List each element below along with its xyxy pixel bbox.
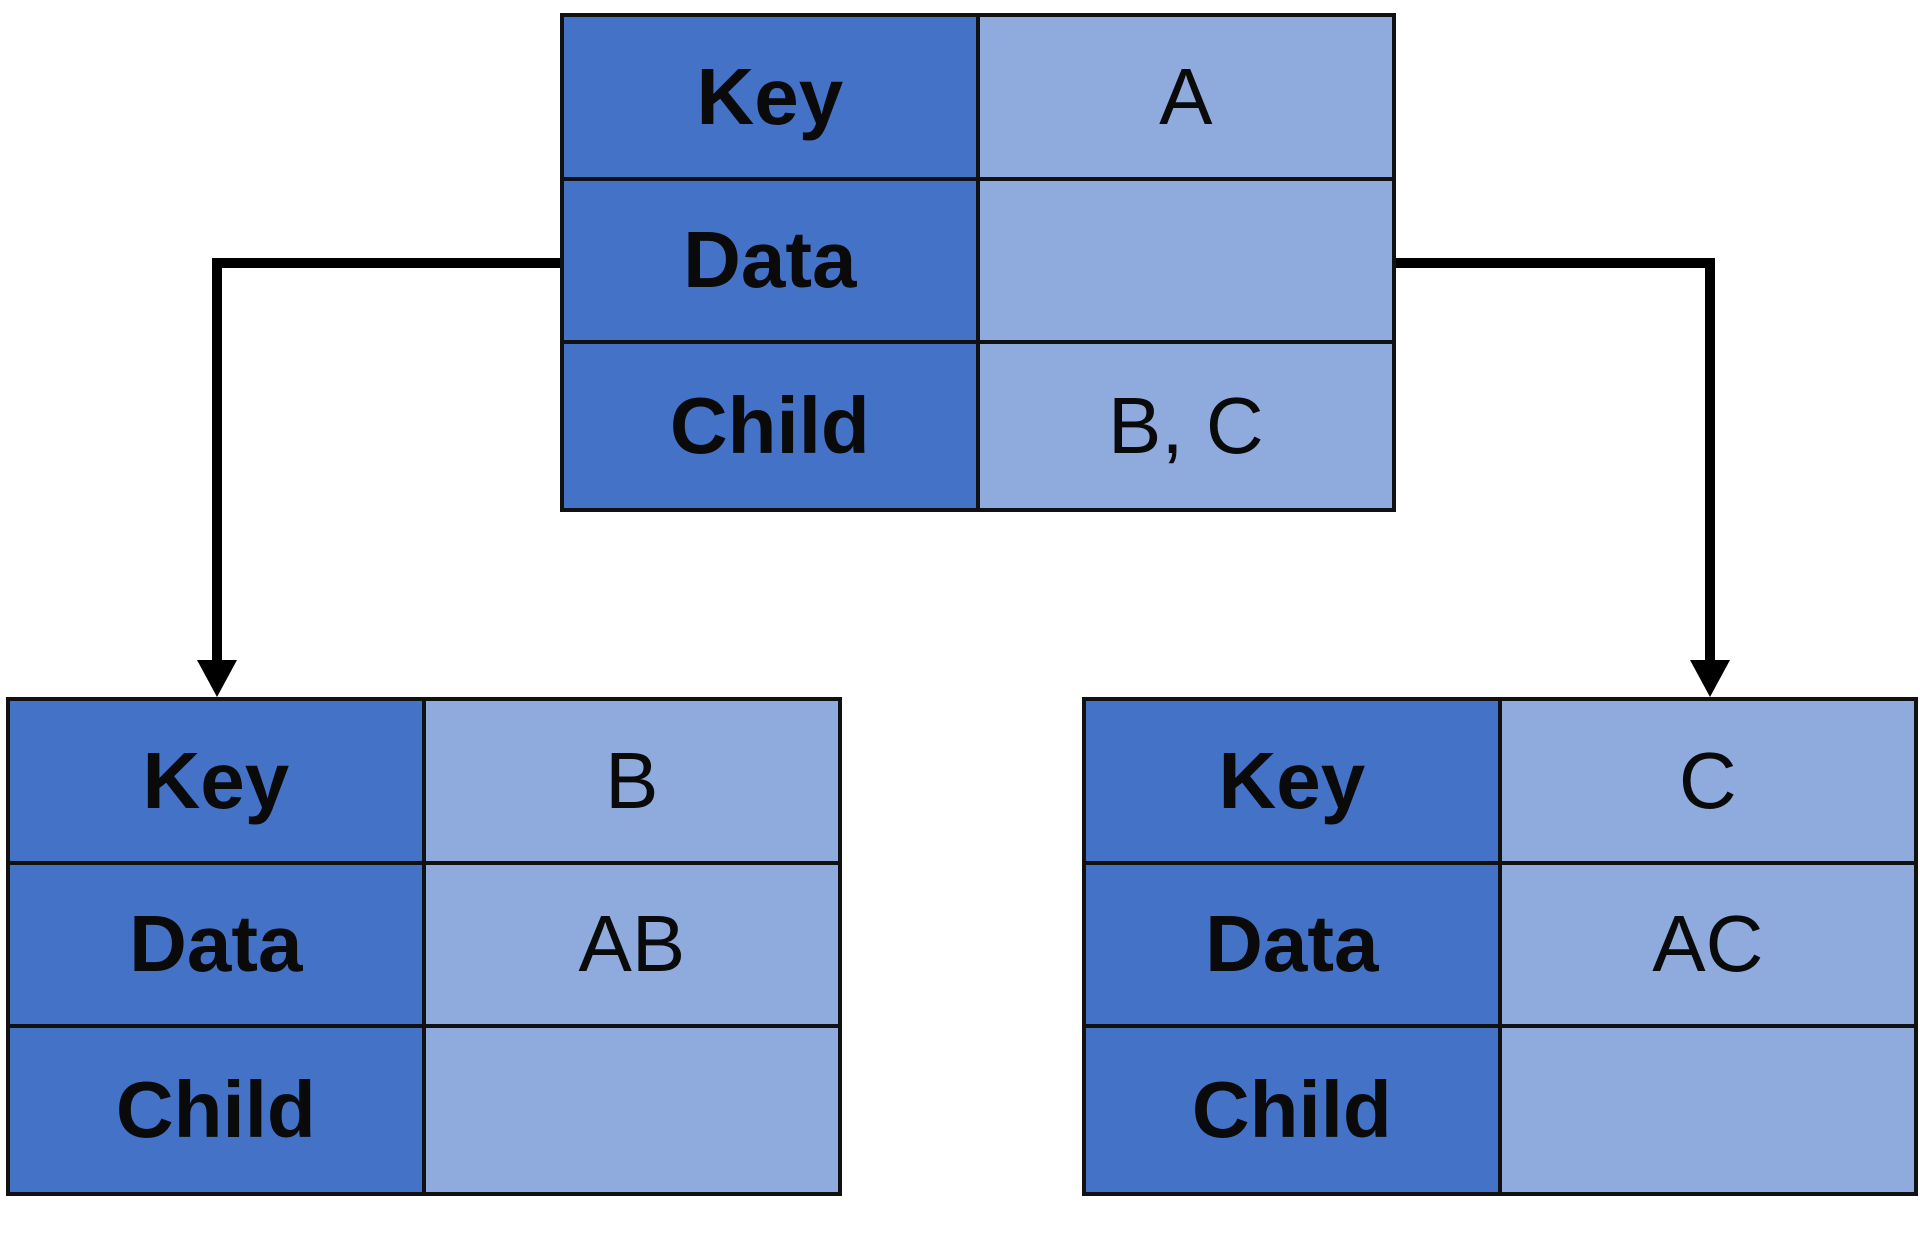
node-a-data-label: Data: [564, 180, 980, 345]
node-c-child-label: Child: [1086, 1028, 1502, 1192]
node-c-key-label: Key: [1086, 701, 1502, 865]
node-b-key-label: Key: [10, 701, 426, 865]
node-b-data-value: AB: [425, 864, 838, 1029]
node-b: Key B Data AB Child: [6, 697, 842, 1196]
node-c-key-value: C: [1501, 701, 1914, 865]
node-a-child-label: Child: [564, 344, 980, 508]
node-a-key-label: Key: [564, 17, 980, 181]
arrowhead-b: [197, 660, 237, 697]
node-a: Key A Data Child B, C: [560, 13, 1396, 512]
node-a-data-value: [979, 180, 1392, 345]
node-c-child-value: [1501, 1028, 1914, 1192]
arrowhead-c: [1690, 660, 1730, 697]
node-b-child-value: [425, 1028, 838, 1192]
node-a-child-value: B, C: [979, 344, 1392, 508]
edge-a-to-c: [1396, 258, 1715, 668]
node-b-data-label: Data: [10, 864, 426, 1029]
node-a-key-value: A: [979, 17, 1392, 181]
node-c-data-value: AC: [1501, 864, 1914, 1029]
node-b-key-value: B: [425, 701, 838, 865]
node-b-child-label: Child: [10, 1028, 426, 1192]
node-c: Key C Data AC Child: [1082, 697, 1918, 1196]
edge-a-to-b: [212, 258, 560, 668]
node-c-data-label: Data: [1086, 864, 1502, 1029]
